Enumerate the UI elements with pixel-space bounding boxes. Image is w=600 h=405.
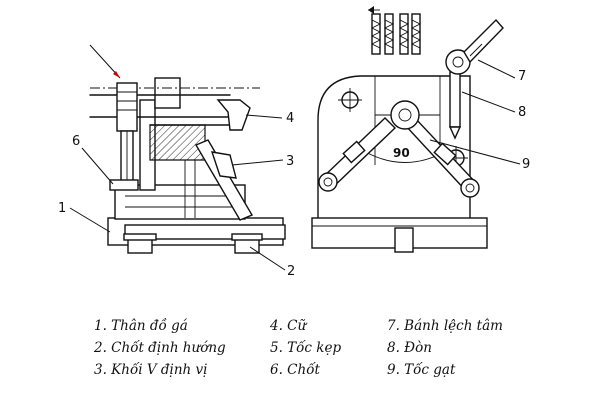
top-block: [154, 77, 181, 109]
right-callouts: 7 8 9: [429, 59, 530, 172]
legend-item-2: 2. Chốt định hướng: [94, 340, 226, 356]
fixture-body: [317, 75, 471, 221]
stop-4: [216, 99, 251, 131]
eccentric-handle: [463, 18, 504, 64]
callout-3: 3: [286, 154, 294, 169]
right-view: 90: [311, 6, 504, 253]
legend-item-6: 6. Chốt: [270, 362, 320, 378]
legend-item-3: 3. Khối V định vị: [94, 362, 208, 378]
clamp-column: [116, 82, 138, 132]
serrated-inserts: [368, 6, 422, 55]
v-block: [149, 124, 206, 161]
callout-7: 7: [518, 69, 526, 84]
callout-4: 4: [286, 111, 294, 126]
legend-item-5: 5. Tốc kẹp: [270, 340, 342, 356]
callout-1: 1: [58, 201, 66, 216]
callout-8: 8: [518, 105, 526, 120]
left-view: [89, 44, 286, 254]
central-hub: [390, 100, 420, 130]
legend-item-8: 8. Đòn: [387, 340, 432, 356]
callout-6: 6: [72, 134, 80, 149]
legend-item-4: 4. Cữ: [270, 318, 307, 334]
legend-item-7: 7. Bánh lệch tâm: [387, 318, 503, 334]
angle-label: 90: [393, 146, 410, 160]
legend-item-1: 1. Thân đồ gá: [94, 318, 188, 334]
clamp-arm: [194, 139, 254, 221]
lever-rod: [449, 71, 461, 128]
callout-9: 9: [522, 157, 530, 172]
callout-2: 2: [287, 264, 295, 279]
legend-item-9: 9. Tốc gạt: [387, 362, 456, 378]
pin-6: [109, 179, 139, 191]
left-callouts: 1 2 3 4 6: [58, 111, 295, 279]
